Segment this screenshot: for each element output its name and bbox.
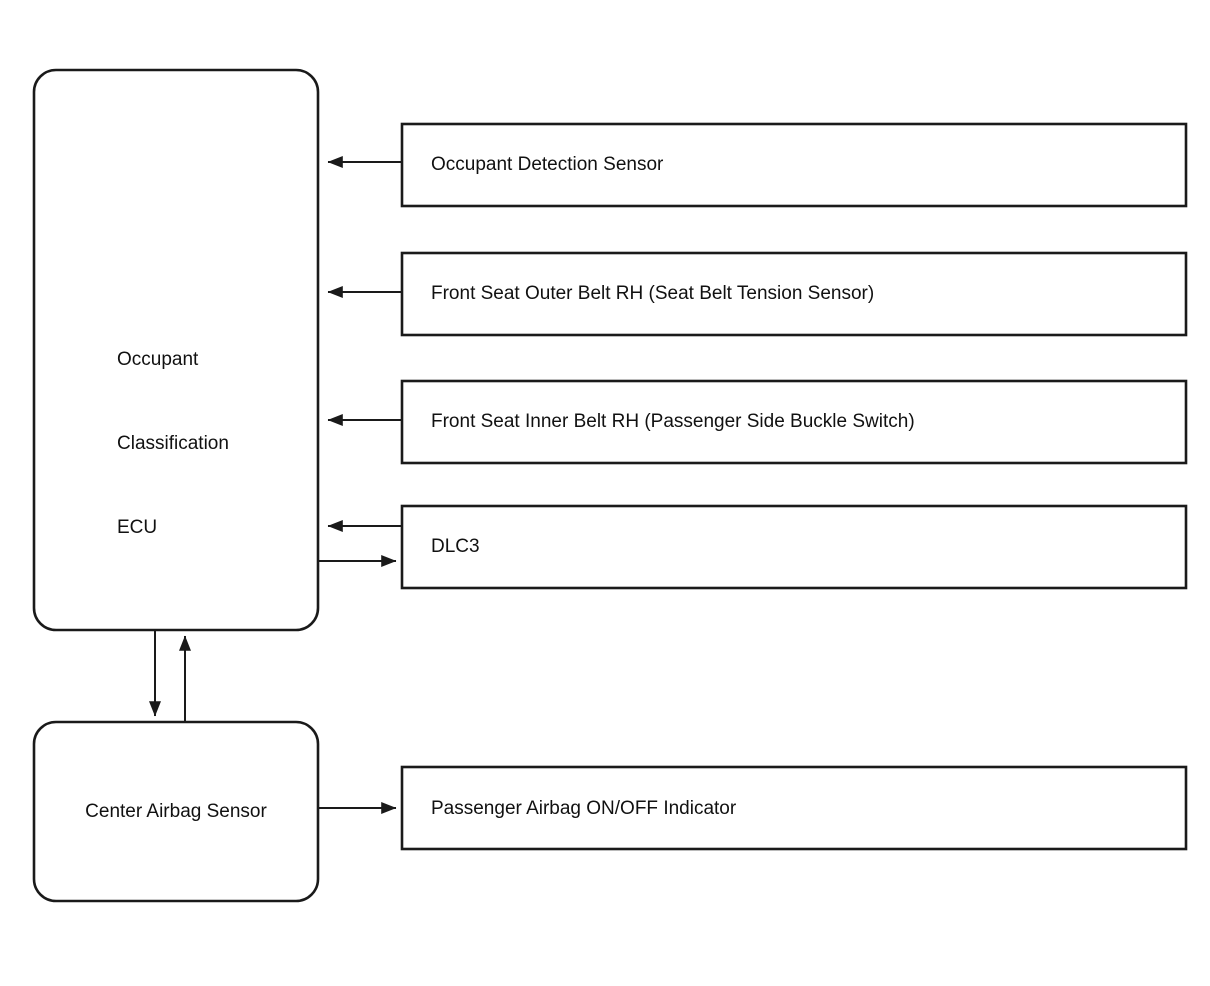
- node-occupant-detection-sensor[interactable]: [400, 122, 1188, 208]
- node-front-seat-outer-belt-rh[interactable]: [400, 251, 1188, 337]
- node-dlc3[interactable]: [400, 504, 1188, 590]
- node-center-airbag-sensor[interactable]: [32, 720, 320, 903]
- node-occupant-classification-ecu[interactable]: [32, 68, 320, 632]
- node-front-seat-inner-belt-rh[interactable]: [400, 379, 1188, 465]
- node-passenger-airbag-indicator[interactable]: [400, 765, 1188, 851]
